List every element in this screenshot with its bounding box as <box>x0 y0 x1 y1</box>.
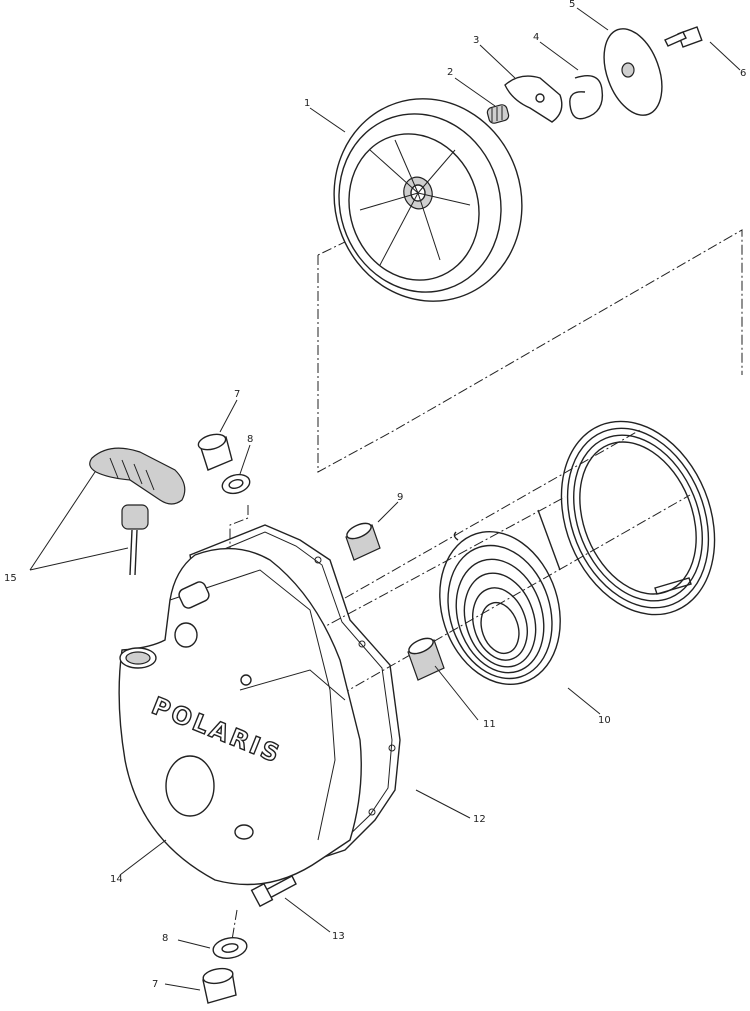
callout-6: 6 <box>740 68 746 79</box>
leader-lines <box>29 7 741 991</box>
callout-4: 4 <box>533 32 539 43</box>
bushing-lower <box>407 637 445 681</box>
callout-11: 11 <box>483 719 496 730</box>
friction-plate <box>603 28 663 116</box>
lower-plug <box>202 967 237 1004</box>
housing-bolt <box>250 875 297 908</box>
lower-washer <box>212 937 248 959</box>
bushing-upper <box>345 522 381 561</box>
rewind-spring <box>537 420 716 616</box>
callout-14: 14 <box>110 874 123 885</box>
callout-7-upper: 7 <box>234 389 240 400</box>
callout-2: 2 <box>447 67 453 78</box>
callout-3: 3 <box>473 35 479 46</box>
callout-8-lower: 8 <box>162 933 168 944</box>
center-bolt <box>664 26 703 48</box>
callout-12: 12 <box>473 814 486 825</box>
recoil-housing <box>118 547 362 886</box>
callout-8-upper: 8 <box>247 434 253 445</box>
starter-handle <box>89 447 186 576</box>
upper-washer <box>221 473 251 495</box>
spiral-spring <box>439 530 561 686</box>
pawl <box>504 75 563 123</box>
friction-spring <box>569 75 604 120</box>
callout-9: 9 <box>397 492 403 503</box>
callout-10: 10 <box>598 715 611 726</box>
pawl-spring <box>486 104 510 124</box>
callout-5: 5 <box>569 0 575 10</box>
callout-13: 13 <box>332 931 345 942</box>
callout-1: 1 <box>304 98 310 109</box>
callout-15: 15 <box>4 573 17 584</box>
callout-7-lower: 7 <box>152 979 158 990</box>
upper-plug <box>197 433 233 471</box>
recoil-pulley <box>333 98 523 302</box>
callout-labels: 1 2 3 4 5 6 7 8 9 10 11 12 13 14 15 8 7 <box>4 0 746 990</box>
